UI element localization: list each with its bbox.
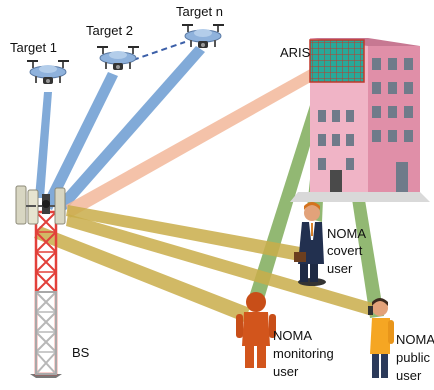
base-station-tower-icon xyxy=(15,185,66,378)
antenna-panel xyxy=(15,185,27,225)
covert-user-label: NOMA covert user xyxy=(327,226,366,276)
antenna-panel xyxy=(54,187,66,225)
beam-bs-to-monitoring xyxy=(34,226,250,322)
beam-bs-to-covert xyxy=(66,205,306,262)
target-n-label: Target n xyxy=(176,4,223,19)
covert-user-label-line1: NOMA xyxy=(327,226,366,241)
aris-label: ARIS xyxy=(280,45,311,60)
target-1-label: Target 1 xyxy=(10,40,57,55)
beam-to-target-2 xyxy=(42,72,118,210)
monitoring-user-label-line1: NOMA xyxy=(273,328,312,343)
drone-icon xyxy=(27,60,69,84)
monitoring-user-label-line3: user xyxy=(273,364,299,379)
aris-panel xyxy=(309,39,365,83)
direct-beams xyxy=(34,205,376,322)
beam-to-target-1 xyxy=(35,92,52,198)
public-user-label-line2: public xyxy=(396,350,430,365)
public-user-label-line3: user xyxy=(396,368,422,383)
bs-label: BS xyxy=(72,345,90,360)
beam-bs-to-public xyxy=(66,214,376,316)
drone-icon xyxy=(97,46,139,70)
public-user-label-line1: NOMA xyxy=(396,332,434,347)
monitoring-user-label-line2: monitoring xyxy=(273,346,334,361)
public-user-icon xyxy=(368,298,394,378)
covert-user-icon xyxy=(294,202,326,286)
monitoring-user-label: NOMA monitoring user xyxy=(273,328,334,379)
covert-user-label-line3: user xyxy=(327,261,353,276)
monitoring-user-icon xyxy=(236,292,276,368)
target-ellipsis-link xyxy=(132,41,186,61)
target-2-label: Target 2 xyxy=(86,23,133,38)
beam-to-target-n xyxy=(55,46,205,210)
sensing-beams xyxy=(35,46,205,210)
covert-user-label-line2: covert xyxy=(327,243,363,258)
drone-icon xyxy=(182,24,224,48)
beam-bs-to-aris xyxy=(66,68,318,218)
public-user-label: NOMA public user xyxy=(396,332,434,383)
